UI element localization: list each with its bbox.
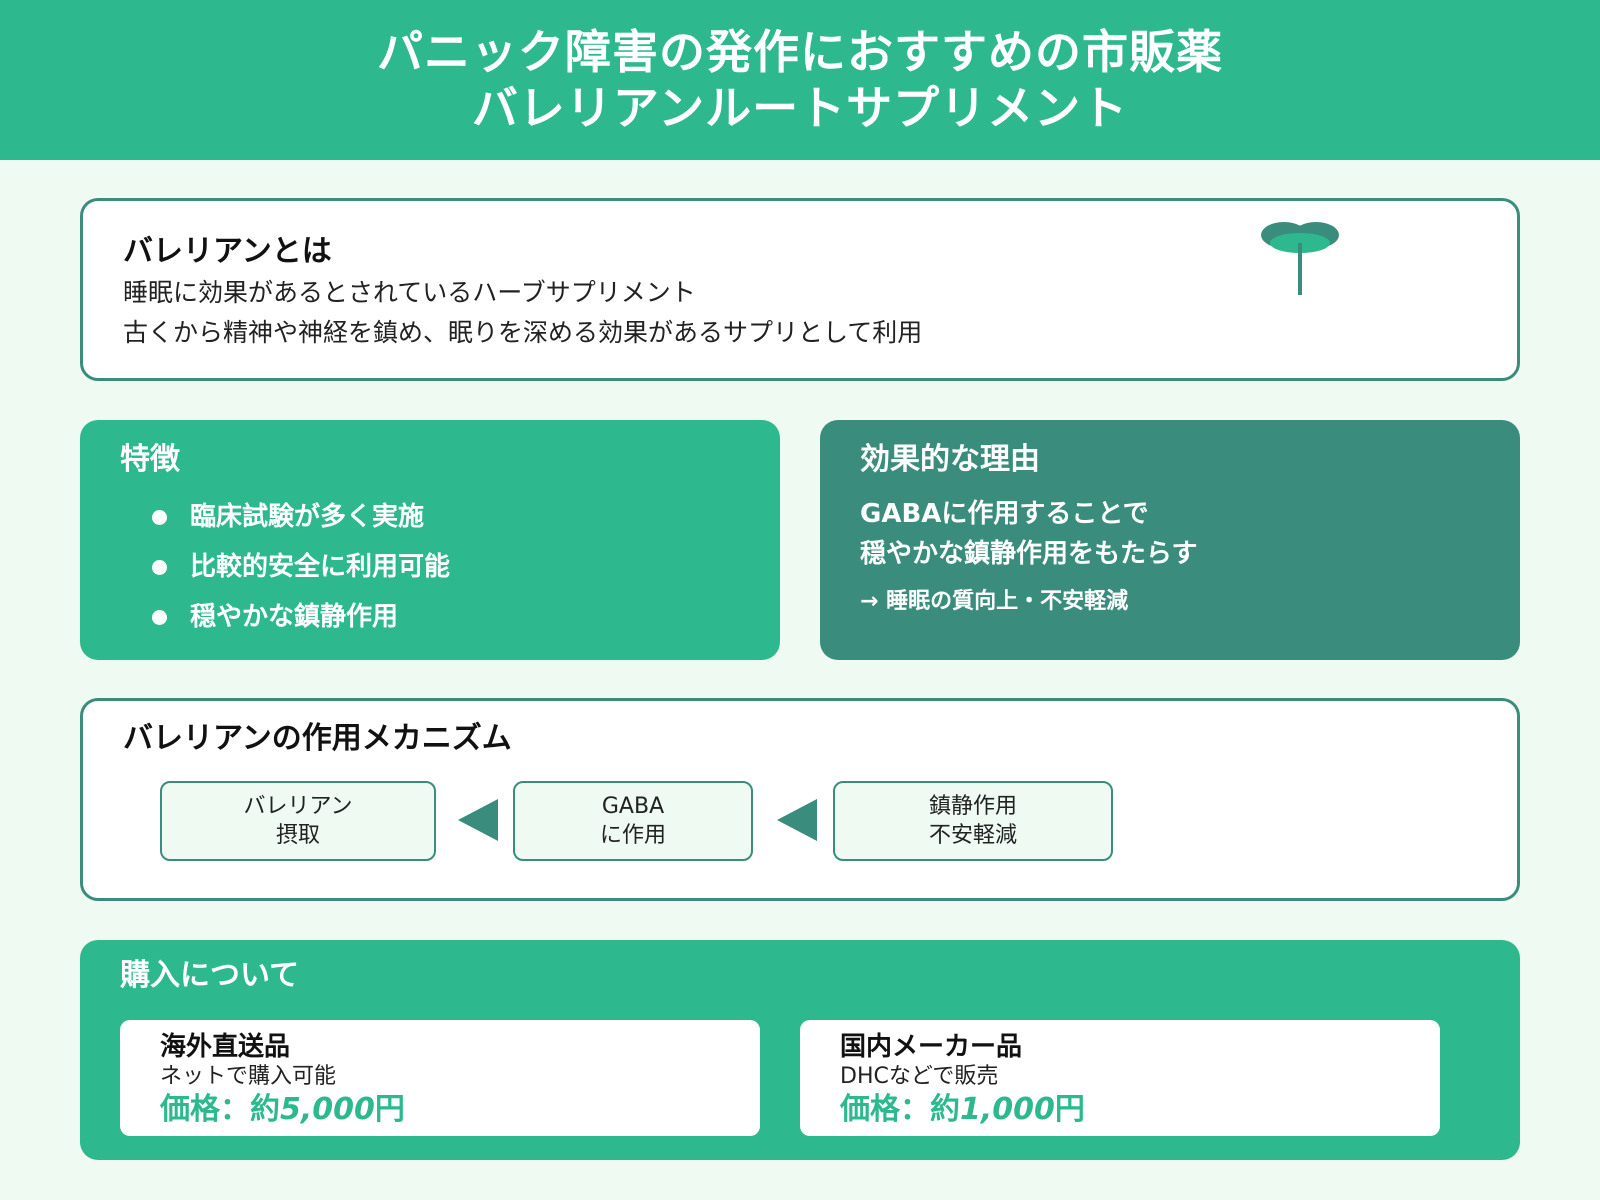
- bullet-icon: [152, 559, 167, 575]
- flow-step-line1: 鎮静作用: [928, 794, 1017, 819]
- reason-panel: 効果的な理由 GABAに作用することで 穏やかな鎮静作用をもたらす → 睡眠の質…: [820, 420, 1520, 660]
- page-title-line2: バレリアンルートサプリメント: [471, 81, 1129, 135]
- flow-step-gaba: GABA に作用: [513, 781, 753, 861]
- flow-step-sedation: 鎮静作用 不安軽減: [833, 781, 1113, 861]
- price-label: 価格：約: [160, 1092, 280, 1127]
- option-name: 海外直送品: [160, 1032, 291, 1062]
- header-banner: パニック障害の発作におすすめの市販薬 バレリアンルートサプリメント: [0, 0, 1600, 160]
- flow-step-line2: 摂取: [275, 823, 320, 848]
- plant-icon: [1261, 222, 1339, 295]
- about-line1: 睡眠に効果があるとされているハーブサプリメント: [123, 278, 696, 307]
- about-line2: 古くから精神や神経を鎮め、眠りを深める効果があるサプリとして利用: [123, 318, 923, 347]
- flow-step-intake: バレリアン 摂取: [160, 781, 436, 861]
- price-unit: 円: [374, 1092, 405, 1127]
- purchase-title: 購入について: [120, 958, 300, 993]
- reason-line1: GABAに作用することで: [860, 499, 1149, 529]
- price-unit: 円: [1054, 1092, 1085, 1127]
- flow-step-line1: GABA: [601, 794, 665, 819]
- mechanism-card: バレリアンの作用メカニズム バレリアン 摂取 GABA に作用 鎮静作用 不安軽…: [80, 698, 1520, 901]
- purchase-panel: 購入について 海外直送品 ネットで購入可能 価格：約5,000円 国内メーカー品…: [80, 940, 1520, 1160]
- purchase-option-overseas: 海外直送品 ネットで購入可能 価格：約5,000円: [120, 1020, 760, 1136]
- page-title-line1: パニック障害の発作におすすめの市販薬: [377, 25, 1223, 79]
- reason-line2: 穏やかな鎮静作用をもたらす: [860, 539, 1198, 569]
- option-desc: DHCなどで販売: [840, 1064, 999, 1089]
- feature-text: 比較的安全に利用可能: [190, 552, 451, 582]
- bullet-icon: [152, 609, 167, 625]
- option-price: 価格：約5,000円: [160, 1090, 720, 1130]
- reason-note: → 睡眠の質向上・不安軽減: [860, 589, 1129, 614]
- feature-text: 臨床試験が多く実施: [190, 502, 425, 532]
- features-list: 臨床試験が多く実施 比較的安全に利用可能 穏やかな鎮静作用: [120, 492, 740, 642]
- mechanism-title: バレリアンの作用メカニズム: [123, 721, 512, 756]
- option-name: 国内メーカー品: [840, 1032, 1023, 1062]
- about-card: バレリアンとは 睡眠に効果があるとされているハーブサプリメント 古くから精神や神…: [80, 198, 1520, 381]
- feature-item: 臨床試験が多く実施: [152, 492, 740, 542]
- triangle-left-icon: [458, 799, 498, 841]
- about-title: バレリアンとは: [123, 234, 332, 269]
- feature-text: 穏やかな鎮静作用: [190, 602, 399, 632]
- triangle-left-icon: [777, 799, 817, 841]
- price-value: 1,000: [960, 1092, 1055, 1127]
- flow-step-line2: に作用: [599, 823, 666, 848]
- flow-step-line2: 不安軽減: [928, 823, 1017, 848]
- price-label: 価格：約: [840, 1092, 960, 1127]
- bullet-icon: [152, 509, 167, 525]
- flow-step-line1: バレリアン: [243, 794, 353, 819]
- features-title: 特徴: [120, 442, 180, 477]
- feature-item: 比較的安全に利用可能: [152, 542, 740, 592]
- price-value: 5,000: [280, 1092, 375, 1127]
- option-desc: ネットで購入可能: [160, 1064, 337, 1089]
- option-price: 価格：約1,000円: [840, 1090, 1400, 1130]
- features-panel: 特徴 臨床試験が多く実施 比較的安全に利用可能 穏やかな鎮静作用: [80, 420, 780, 660]
- purchase-option-domestic: 国内メーカー品 DHCなどで販売 価格：約1,000円: [800, 1020, 1440, 1136]
- reason-title: 効果的な理由: [860, 442, 1040, 477]
- feature-item: 穏やかな鎮静作用: [152, 592, 740, 642]
- reason-text: GABAに作用することで 穏やかな鎮静作用をもたらす: [860, 494, 1480, 574]
